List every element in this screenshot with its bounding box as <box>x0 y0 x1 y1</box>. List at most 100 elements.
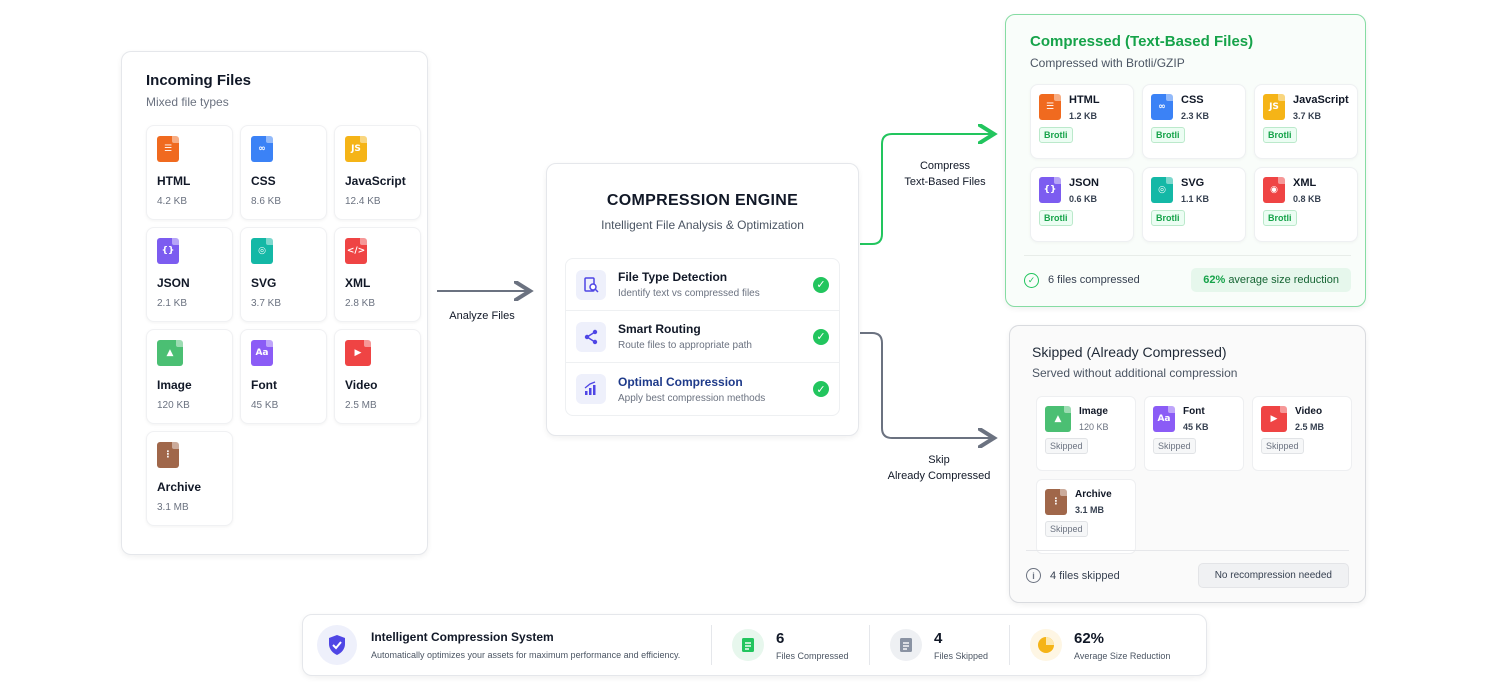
file-name: Image <box>157 378 192 392</box>
file-name: SVG <box>251 276 277 290</box>
file-size: 45 KB <box>251 400 279 411</box>
compressed-subtitle: Compressed with Brotli/GZIP <box>1030 56 1185 70</box>
file-card-xml[interactable]: </> XML 2.8 KB <box>334 227 421 322</box>
skip-label-line1: Skip <box>928 454 950 466</box>
file-search-icon <box>576 269 606 300</box>
file-name: Video <box>1295 406 1323 417</box>
skip-label-line2: Already Compressed <box>887 470 991 482</box>
engine-title: COMPRESSION ENGINE <box>606 192 799 209</box>
compressed-card-svg[interactable]: ◎ SVG 1.1 KB Brotli <box>1142 167 1246 242</box>
check-icon: ✓ <box>813 381 829 397</box>
file-name: JSON <box>157 276 190 290</box>
summary-title: Intelligent Compression System <box>371 630 554 644</box>
file-card-svg[interactable]: ◎ SVG 3.7 KB <box>240 227 327 322</box>
css-file-icon: ∞ <box>1151 94 1173 120</box>
compress-label-line2: Text-Based Files <box>904 176 986 188</box>
stat-value: 6 <box>776 629 785 647</box>
step-file-type-detection: File Type Detection Identify text vs com… <box>566 259 839 311</box>
skipped-title: Skipped (Already Compressed) <box>1032 344 1227 360</box>
file-size: 0.8 KB <box>1293 194 1322 204</box>
skipped-badge: Skipped <box>1045 438 1088 454</box>
file-name: Font <box>251 378 277 392</box>
archive-file-icon: ⋮ <box>1045 489 1067 515</box>
json-file-icon: {} <box>1039 177 1061 203</box>
stat-label: Average Size Reduction <box>1074 650 1171 661</box>
engine-subtitle: Intelligent File Analysis & Optimization <box>601 218 804 232</box>
pie-chart-icon <box>1030 629 1062 661</box>
brotli-badge: Brotli <box>1151 210 1185 226</box>
file-card-image[interactable]: ▲ Image 120 KB <box>146 329 233 424</box>
brotli-badge: Brotli <box>1039 210 1073 226</box>
file-name: JSON <box>1069 177 1099 189</box>
file-size: 45 KB <box>1183 422 1209 432</box>
file-card-video[interactable]: ▶ Video 2.5 MB <box>334 329 421 424</box>
summary-desc: Automatically optimizes your assets for … <box>371 650 681 660</box>
file-name: SVG <box>1181 177 1205 189</box>
file-card-archive[interactable]: ⋮ Archive 3.1 MB <box>146 431 233 526</box>
analyze-label: Analyze Files <box>449 310 515 322</box>
info-icon: i <box>1026 568 1041 583</box>
xml-file-icon: </> <box>345 238 367 264</box>
step-optimal-compression: Optimal Compression Apply best compressi… <box>566 363 839 415</box>
skipped-badge: Skipped <box>1153 438 1196 454</box>
svg-file-icon: ◎ <box>1151 177 1173 203</box>
brotli-badge: Brotli <box>1263 210 1297 226</box>
share-nodes-icon <box>576 321 606 352</box>
skip-arrow <box>860 332 992 438</box>
file-name: Archive <box>157 480 202 494</box>
check-icon: ✓ <box>813 328 829 345</box>
file-card-javascript[interactable]: JS JavaScript 12.4 KB <box>334 125 421 220</box>
stat-files-compressed: 6 Files Compressed <box>711 625 869 665</box>
check-icon: ✓ <box>813 276 829 293</box>
file-icon <box>890 629 922 661</box>
font-file-icon: Aa <box>251 340 273 366</box>
image-file-icon: ▲ <box>157 340 183 366</box>
file-name: CSS <box>1181 94 1204 106</box>
step-title: Optimal Compression <box>618 374 743 389</box>
file-name: HTML <box>157 174 191 188</box>
file-size: 3.7 KB <box>251 298 282 309</box>
shield-icon <box>317 625 357 665</box>
file-check-icon <box>732 629 764 661</box>
bar-chart-icon <box>576 374 606 404</box>
incoming-files-panel: Incoming Files Mixed file types ☰ HTML 4… <box>121 51 428 555</box>
compressed-files-panel: Compressed (Text-Based Files) Compressed… <box>1005 14 1366 307</box>
file-name: Video <box>345 378 378 392</box>
skipped-count: 4 files skipped <box>1050 569 1120 582</box>
html-file-icon: ☰ <box>1039 94 1061 120</box>
file-card-css[interactable]: ∞ CSS 8.6 KB <box>240 125 327 220</box>
step-desc: Identify text vs compressed files <box>618 288 760 299</box>
file-size: 1.2 KB <box>1069 111 1098 121</box>
file-card-font[interactable]: Aa Font 45 KB <box>240 329 327 424</box>
stat-value: 4 <box>934 629 943 647</box>
video-file-icon: ▶ <box>1261 406 1287 432</box>
file-name: Image <box>1079 406 1108 417</box>
step-desc: Route files to appropriate path <box>618 340 752 351</box>
file-size: 1.1 KB <box>1181 194 1210 204</box>
file-size: 2.8 KB <box>345 298 376 309</box>
reduction-pct: 62% <box>1203 274 1226 286</box>
stat-files-skipped: 4 Files Skipped <box>869 625 1009 665</box>
file-name: XML <box>345 276 371 290</box>
file-size: 3.1 MB <box>1075 505 1105 515</box>
xml-file-icon: ◉ <box>1263 177 1285 203</box>
stat-label: Files Skipped <box>934 650 989 661</box>
file-size: 2.5 MB <box>345 400 377 411</box>
html-file-icon: ☰ <box>157 136 179 162</box>
skipped-badge: Skipped <box>1261 438 1304 454</box>
css-file-icon: ∞ <box>251 136 273 162</box>
compression-engine-panel: COMPRESSION ENGINE Intelligent File Anal… <box>546 163 859 436</box>
file-card-json[interactable]: {} JSON 2.1 KB <box>146 227 233 322</box>
file-card-html[interactable]: ☰ HTML 4.2 KB <box>146 125 233 220</box>
file-size: 8.6 KB <box>251 196 282 207</box>
